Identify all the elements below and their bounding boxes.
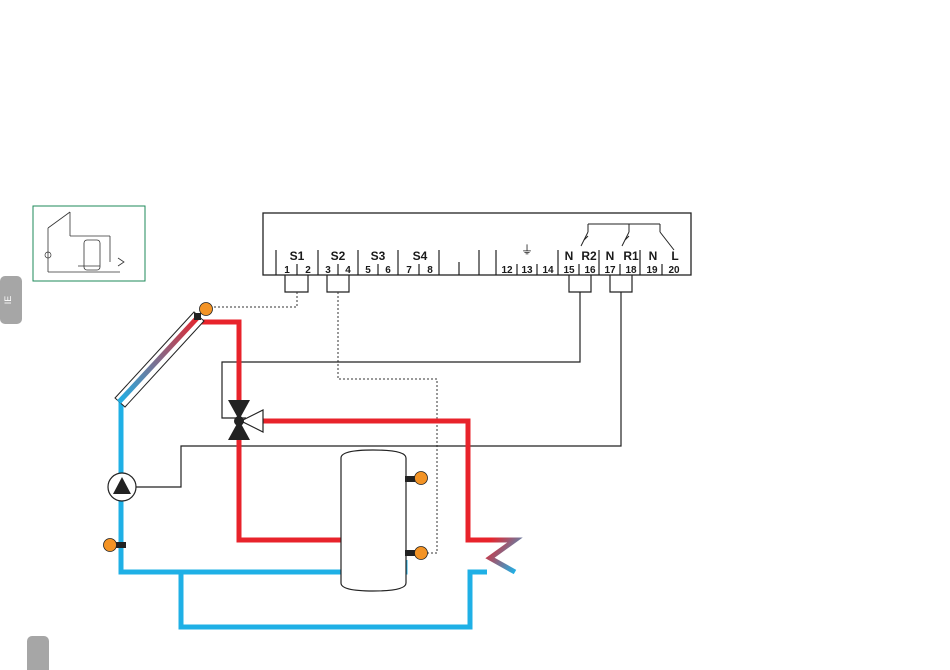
terminal-group-n-mains: N [649,249,658,263]
terminal-group-r2: R2 [581,249,597,263]
temperature-sensor-icon [405,547,428,560]
terminal-20: 20 [668,265,680,276]
ground-icon: ⏚ [521,243,533,257]
storage-tank-icon [341,450,406,591]
terminal-group-n-r2: N [565,249,574,263]
terminal-1: 1 [284,265,290,276]
terminal-2: 2 [305,265,311,276]
language-tab-label: IE [3,296,13,305]
terminal-5: 5 [365,265,371,276]
terminal-19: 19 [646,265,658,276]
terminal-group-s2: S2 [331,249,346,263]
three-way-valve-icon [228,400,263,440]
terminal-clamps [285,275,632,292]
terminal-group-s1: S1 [290,249,305,263]
terminal-group-s3: S3 [371,249,386,263]
legend-thumbnail [33,206,145,281]
terminal-18: 18 [625,265,637,276]
terminal-group-l-mains: L [671,249,678,263]
terminal-13: 13 [521,265,533,276]
terminal-7: 7 [406,265,412,276]
terminal-12: 12 [501,265,513,276]
temperature-sensor-icon [405,472,428,485]
language-tab: IE [0,276,22,324]
terminal-group-n-r1: N [606,249,615,263]
terminal-15: 15 [563,265,575,276]
solar-collector-icon [115,312,204,407]
terminal-6: 6 [385,265,391,276]
page-corner-tab [27,636,49,670]
controller-terminal-block: S1 S2 S3 S4 N R2 N R1 N L ⏚ 1 2 3 4 5 6 … [263,213,691,276]
temperature-sensor-icon [194,303,213,321]
terminal-16: 16 [584,265,596,276]
terminal-3: 3 [325,265,331,276]
pump-icon [108,473,136,501]
terminal-4: 4 [345,265,351,276]
terminal-14: 14 [542,265,554,276]
terminal-group-r1: R1 [623,249,639,263]
cold-pipes [121,400,487,627]
terminal-17: 17 [604,265,616,276]
terminal-8: 8 [427,265,433,276]
terminal-group-s4: S4 [413,249,428,263]
